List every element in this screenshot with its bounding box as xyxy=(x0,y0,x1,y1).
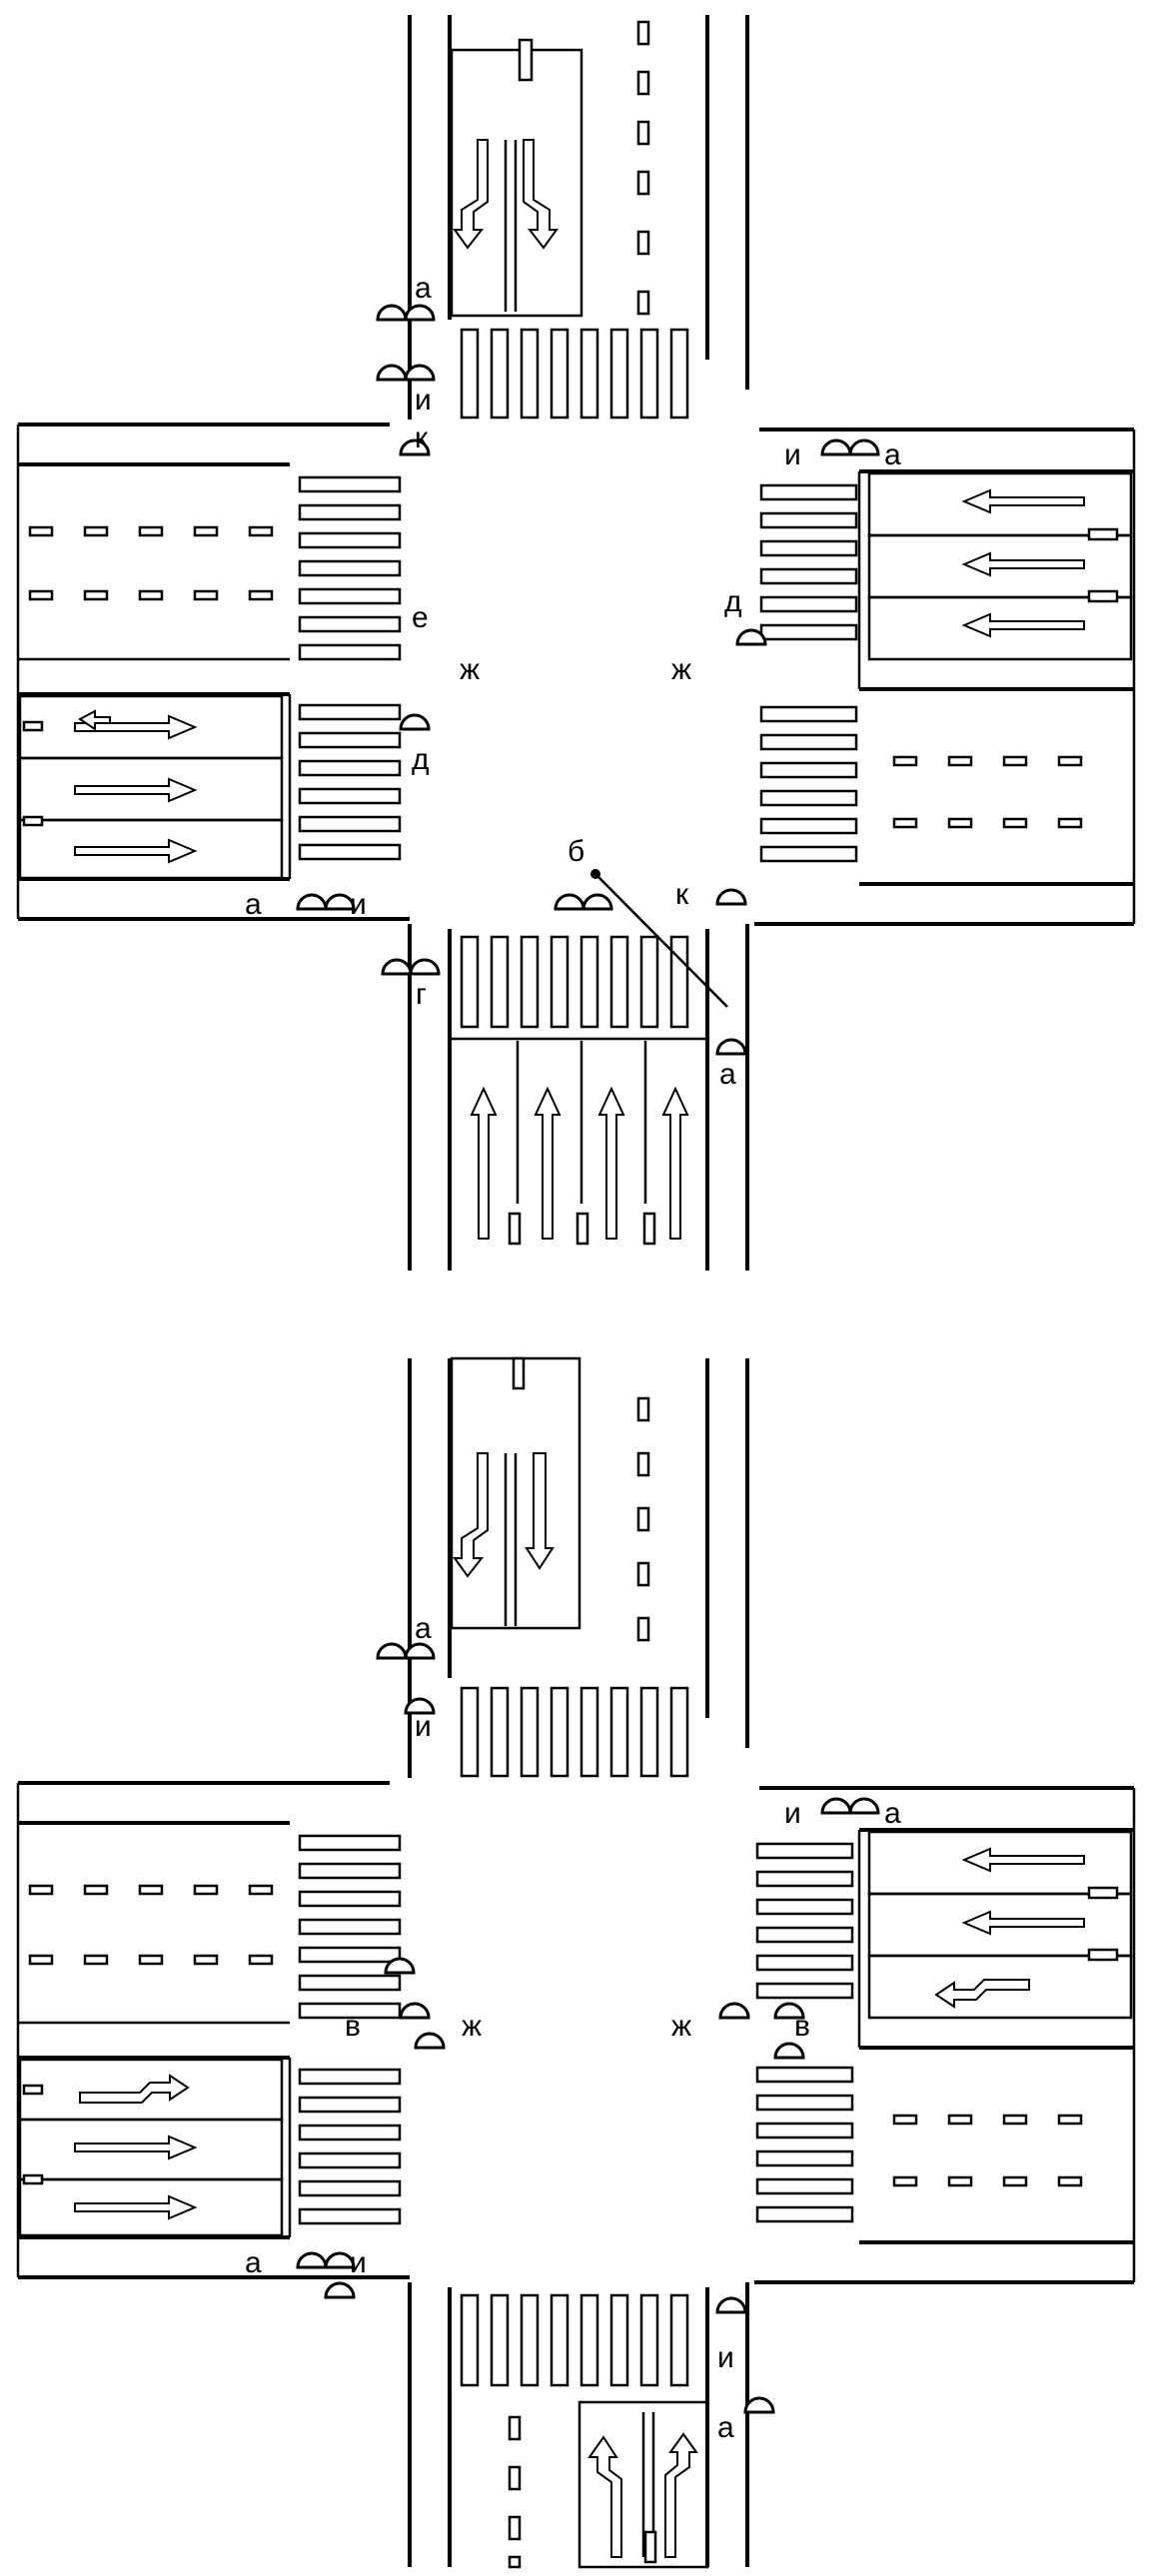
east-crosswalk xyxy=(759,471,861,863)
label-v: в xyxy=(794,2010,810,2043)
south-road xyxy=(408,2282,749,2569)
south-crosswalk xyxy=(460,935,689,1029)
west-road xyxy=(16,1781,410,2279)
label-b: б xyxy=(568,835,584,868)
label-zh: ж xyxy=(460,653,480,686)
label-k: к xyxy=(415,422,429,454)
traffic-light-icons xyxy=(296,304,880,1056)
label-i: и xyxy=(717,2341,734,2374)
label-i: и xyxy=(350,2246,367,2279)
label-a: а xyxy=(245,888,262,921)
label-k: к xyxy=(675,878,689,911)
label-a: а xyxy=(717,2411,734,2444)
label-i: и xyxy=(784,438,801,471)
label-d: д xyxy=(724,585,742,618)
south-road xyxy=(408,924,749,1271)
label-a: а xyxy=(719,1058,736,1091)
label-i: и xyxy=(415,384,432,417)
diagram-bottom: а и и а в ж ж в а и и а xyxy=(16,1356,1136,2569)
west-crosswalk xyxy=(288,1834,402,2237)
north-road xyxy=(408,15,749,420)
label-i: и xyxy=(784,1797,801,1830)
west-crosswalk xyxy=(288,475,402,879)
label-a: а xyxy=(884,1797,901,1830)
label-a: а xyxy=(884,438,901,471)
label-zh: ж xyxy=(671,653,691,686)
label-a: а xyxy=(415,1612,432,1645)
label-zh: ж xyxy=(462,2010,482,2043)
north-crosswalk xyxy=(460,1686,689,1778)
label-v: в xyxy=(345,2010,361,2043)
north-road xyxy=(408,1356,749,1778)
diagram-top: а и к и а е ж д д ж а и г б к а xyxy=(16,15,1136,1271)
label-d: д xyxy=(412,743,430,776)
label-i: и xyxy=(350,888,367,921)
label-zh: ж xyxy=(671,2010,691,2043)
label-i: и xyxy=(415,1710,432,1743)
south-crosswalk xyxy=(460,2293,689,2387)
labels-bottom: а и и а в ж ж в а и и а xyxy=(245,1612,901,2444)
east-road xyxy=(754,428,1136,926)
label-a: а xyxy=(415,272,432,305)
west-road xyxy=(16,423,410,921)
labels-top: а и к и а е ж д д ж а и г б к а xyxy=(245,272,901,1091)
label-g: г xyxy=(416,978,427,1011)
label-e: е xyxy=(412,601,429,634)
east-crosswalk xyxy=(755,1830,861,2223)
label-a: а xyxy=(245,2246,262,2279)
east-road xyxy=(754,1786,1136,2284)
north-crosswalk xyxy=(460,328,689,420)
